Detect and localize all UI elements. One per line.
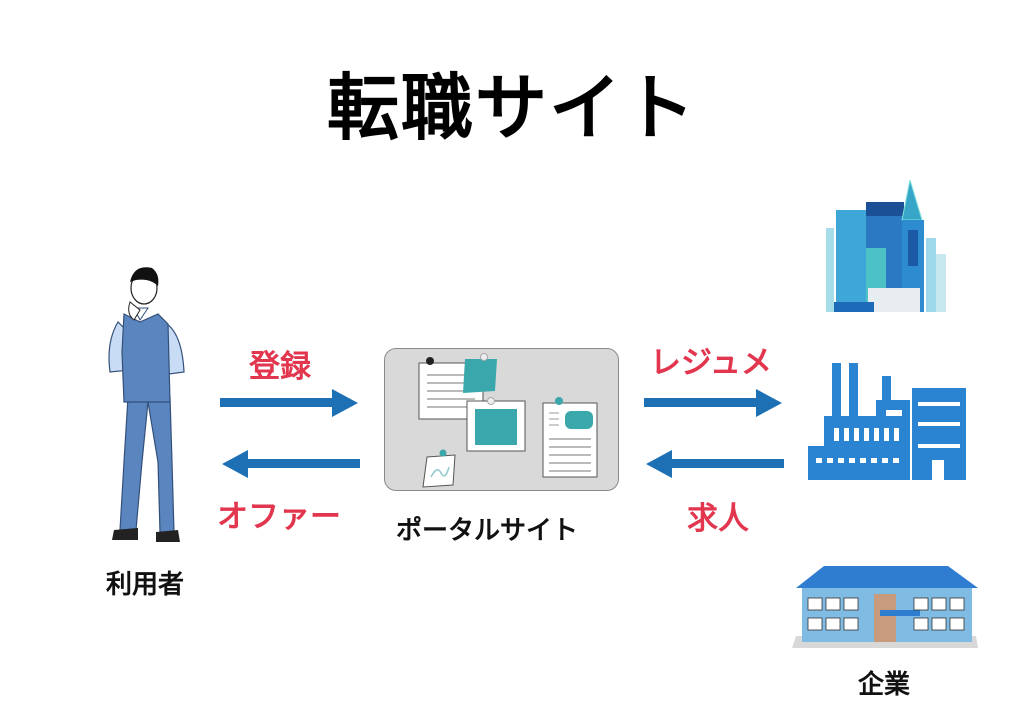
- arrow-left-offer: [222, 450, 360, 478]
- edge-label-job-offer: 求人: [687, 501, 749, 537]
- edge-label-register: 登録: [249, 349, 311, 385]
- portal-board: [384, 348, 619, 491]
- skyscrapers-icon: [826, 179, 946, 312]
- factory-icon: [808, 363, 966, 480]
- bulletin-board-icon: [418, 353, 598, 488]
- arrow-right-register: [220, 389, 358, 417]
- portal-label: ポータルサイト: [396, 516, 579, 546]
- arrow-left-job-offer: [646, 450, 784, 478]
- school-building-icon: [792, 566, 978, 648]
- arrow-right-resume: [644, 389, 782, 417]
- person-thinking-icon: [108, 267, 185, 542]
- company-label: 企業: [858, 670, 911, 700]
- edge-label-offer: オファー: [217, 499, 341, 535]
- user-label: 利用者: [106, 570, 185, 600]
- diagram-title: 転職サイト: [326, 66, 697, 150]
- edge-label-resume: レジュメ: [650, 345, 772, 381]
